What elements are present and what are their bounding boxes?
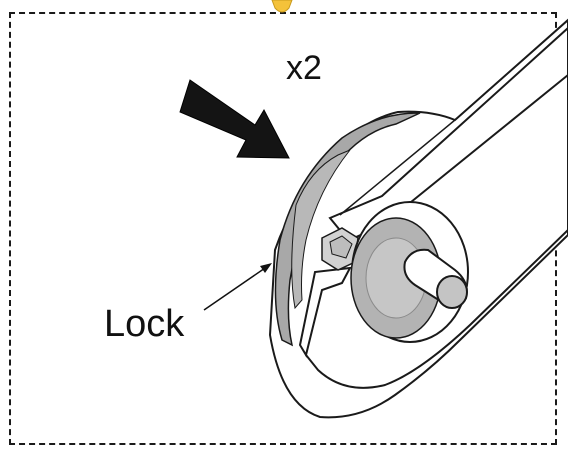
push-arrow-icon bbox=[179, 79, 290, 159]
wheel-rim bbox=[274, 112, 421, 347]
multiplier-label: x2 bbox=[286, 49, 322, 87]
hint-bulb-icon bbox=[271, 0, 293, 13]
bracket-lower-face bbox=[305, 229, 568, 389]
lock-pointer-line bbox=[203, 265, 269, 311]
bracket-upper-arm-inner bbox=[339, 19, 568, 216]
lock-callout-label: Lock bbox=[104, 303, 185, 345]
axle-pin-end bbox=[436, 275, 468, 309]
lock-pointer-arrowhead bbox=[260, 263, 272, 273]
collar-band bbox=[291, 149, 351, 310]
